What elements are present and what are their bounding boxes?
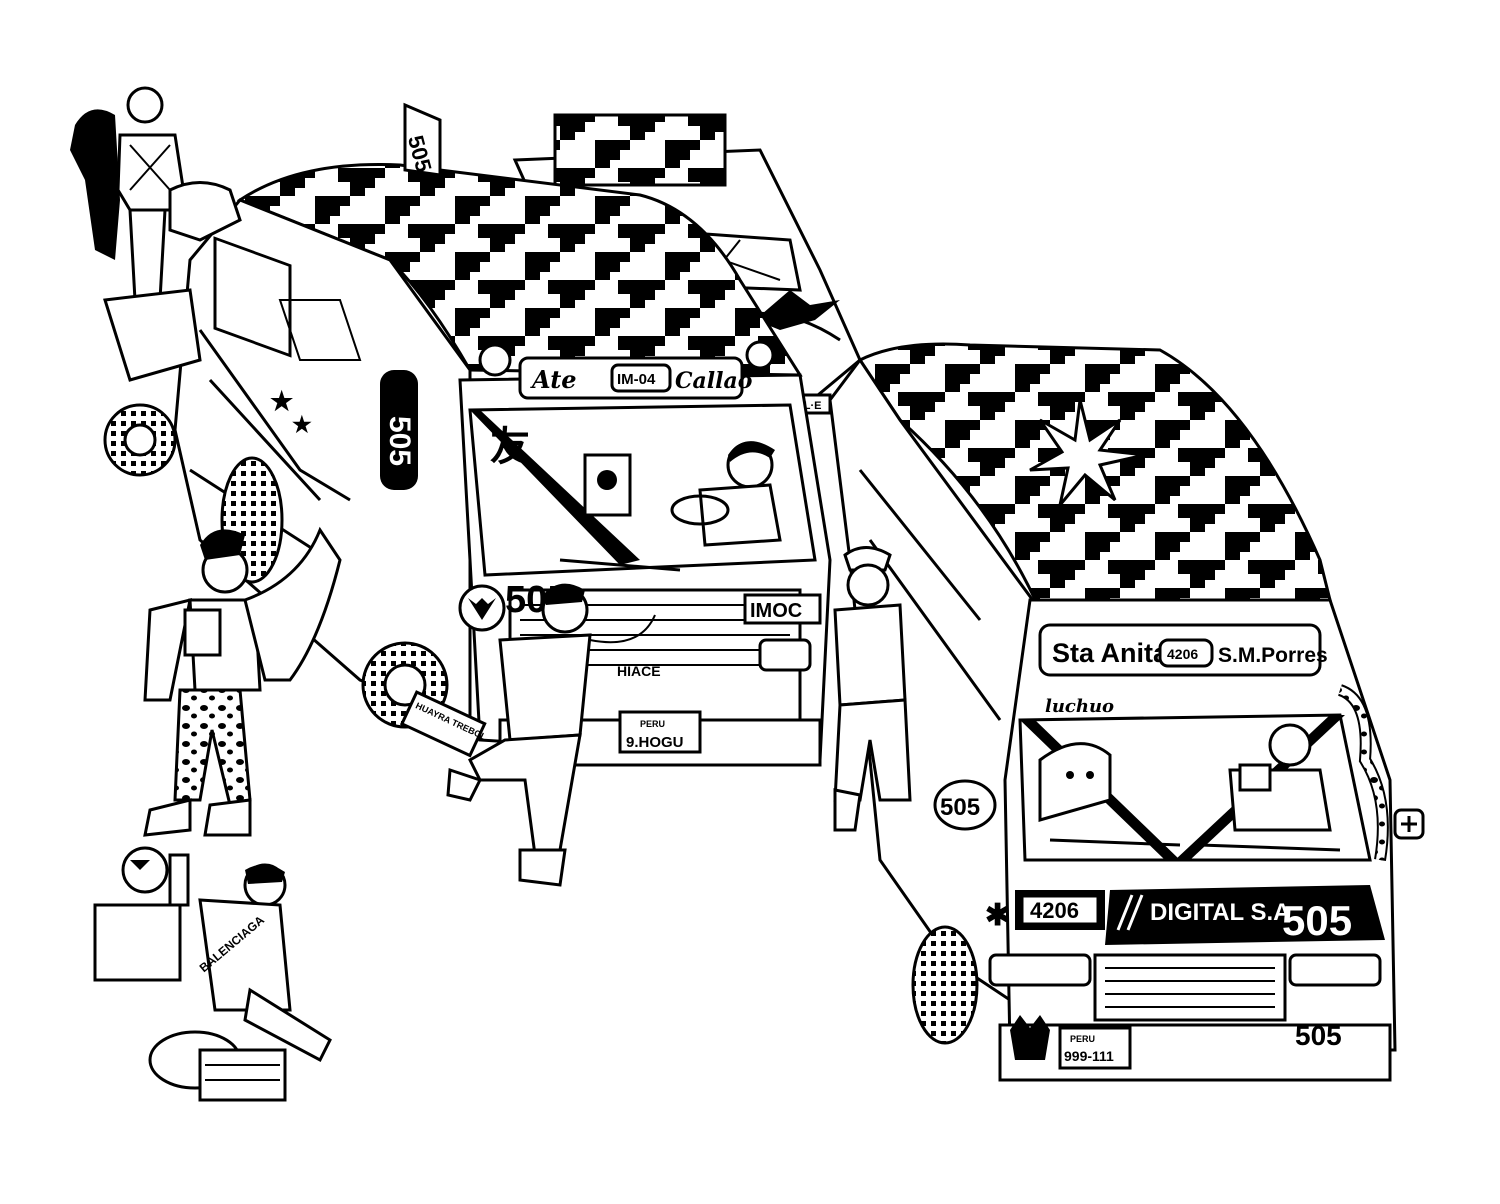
left-van-badge: IMOC [750, 600, 802, 622]
woman-pedestrian [143, 529, 262, 837]
right-van-dest-left: Sta Anita [1052, 638, 1169, 668]
spider-logo-icon [468, 598, 496, 620]
cat-silhouette-icon [70, 109, 120, 260]
left-van-grille-logo: HIACE [617, 663, 661, 679]
right-van-dash-script: luchuo [1045, 696, 1114, 717]
right-van-dest-right: S.M.Porres [1218, 644, 1328, 667]
right-van: 505 Sta Anita 4206 S.M.Porres luchuo [828, 342, 1425, 1082]
street-vendor: BALENCIAGA [93, 846, 332, 1102]
puma-passenger [1038, 742, 1112, 822]
left-van-plate-country: PERU [640, 719, 665, 729]
running-man: HUAYRA TREBOL [399, 583, 656, 887]
right-van-bumper-number: 505 [1295, 1020, 1342, 1051]
condor-icon [755, 290, 840, 330]
dog [243, 526, 342, 682]
right-van-side-number: 505 [940, 794, 980, 821]
right-van-driver [1228, 723, 1332, 832]
conductor [833, 546, 912, 832]
motorcycle-officer [70, 86, 242, 477]
left-van-plate: 9.HOGU [626, 734, 684, 751]
star-icon: ★ [270, 386, 294, 416]
left-van-route-code: IM-04 [617, 371, 656, 388]
star-icon: ★ [292, 412, 312, 437]
right-van-fleet-number: 4206 [1030, 898, 1079, 923]
left-van-dest-right: Callao [675, 368, 752, 394]
star-icon: ✱ [985, 899, 1010, 932]
right-van-big-number: 505 [1282, 897, 1352, 944]
right-van-company: DIGITAL S.A [1150, 899, 1290, 926]
left-van-side-number: 505 [383, 416, 416, 466]
left-van-driver [670, 441, 782, 547]
dog-head-icon [1010, 1015, 1050, 1060]
wheel [911, 925, 979, 1045]
windshield-kanji: 友 [490, 425, 530, 469]
right-van-plate: 999-111 [1064, 1048, 1114, 1064]
right-van-route-code: 4206 [1167, 646, 1198, 662]
right-van-plate-country: PERU [1070, 1034, 1095, 1044]
left-van-dest-left: Ate [530, 365, 577, 394]
